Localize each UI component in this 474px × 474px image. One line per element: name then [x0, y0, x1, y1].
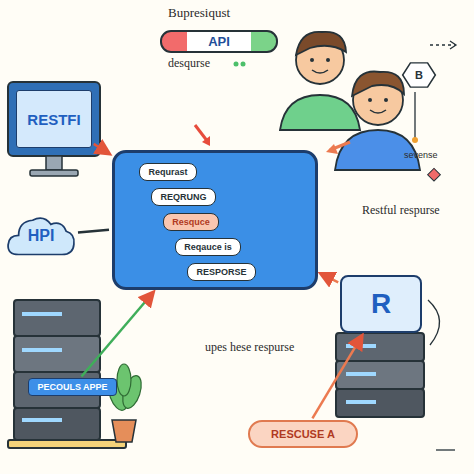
api-pill: API	[160, 30, 278, 53]
resource-pill: Resquce	[163, 213, 219, 231]
node-text: HPI	[28, 227, 55, 245]
response-pill: RESPORSE	[187, 263, 256, 281]
request-pill: Reqauce is	[175, 238, 241, 256]
heading-label: Bupresiqust	[168, 6, 230, 21]
monitor-screen: RESTFI	[16, 90, 92, 148]
cloud-shape: HPI	[6, 212, 76, 260]
node-text: PECOULS APPE	[37, 382, 107, 392]
connector-arrow	[81, 292, 153, 376]
node-text: B	[415, 69, 423, 81]
request-pill: Requrast	[139, 163, 197, 181]
connector-arrow	[94, 144, 110, 154]
node-text: Requrast	[148, 167, 187, 177]
node-text: R	[371, 288, 391, 320]
note-label: desqurse	[168, 57, 210, 71]
server-plate: R	[340, 275, 422, 333]
resource-pill: RESCUSE A	[248, 420, 358, 448]
connector-arrow	[78, 230, 109, 233]
connector-arrow	[321, 273, 339, 282]
server-tag: PECOULS APPE	[28, 378, 117, 396]
node-text: RESTFI	[27, 111, 80, 128]
note-label: Restful respurse	[362, 204, 440, 218]
hex-icon: B	[402, 62, 436, 88]
note-label: sevense	[404, 150, 438, 160]
node-text: RESCUSE A	[271, 428, 335, 440]
node-text: Resquce	[172, 217, 210, 227]
api-gateway-device: RequrastREQRUNG ResquceReqauce is RESPORSE	[112, 150, 318, 290]
request-pill: REQRUNG	[151, 188, 216, 206]
connector-arrow	[312, 336, 362, 419]
note-label: upes hese respurse	[205, 341, 294, 355]
node-text: Reqauce is	[184, 242, 232, 252]
node-text: API	[208, 34, 230, 49]
node-text: REQRUNG	[160, 192, 206, 202]
node-text: RESPORSE	[196, 267, 246, 277]
